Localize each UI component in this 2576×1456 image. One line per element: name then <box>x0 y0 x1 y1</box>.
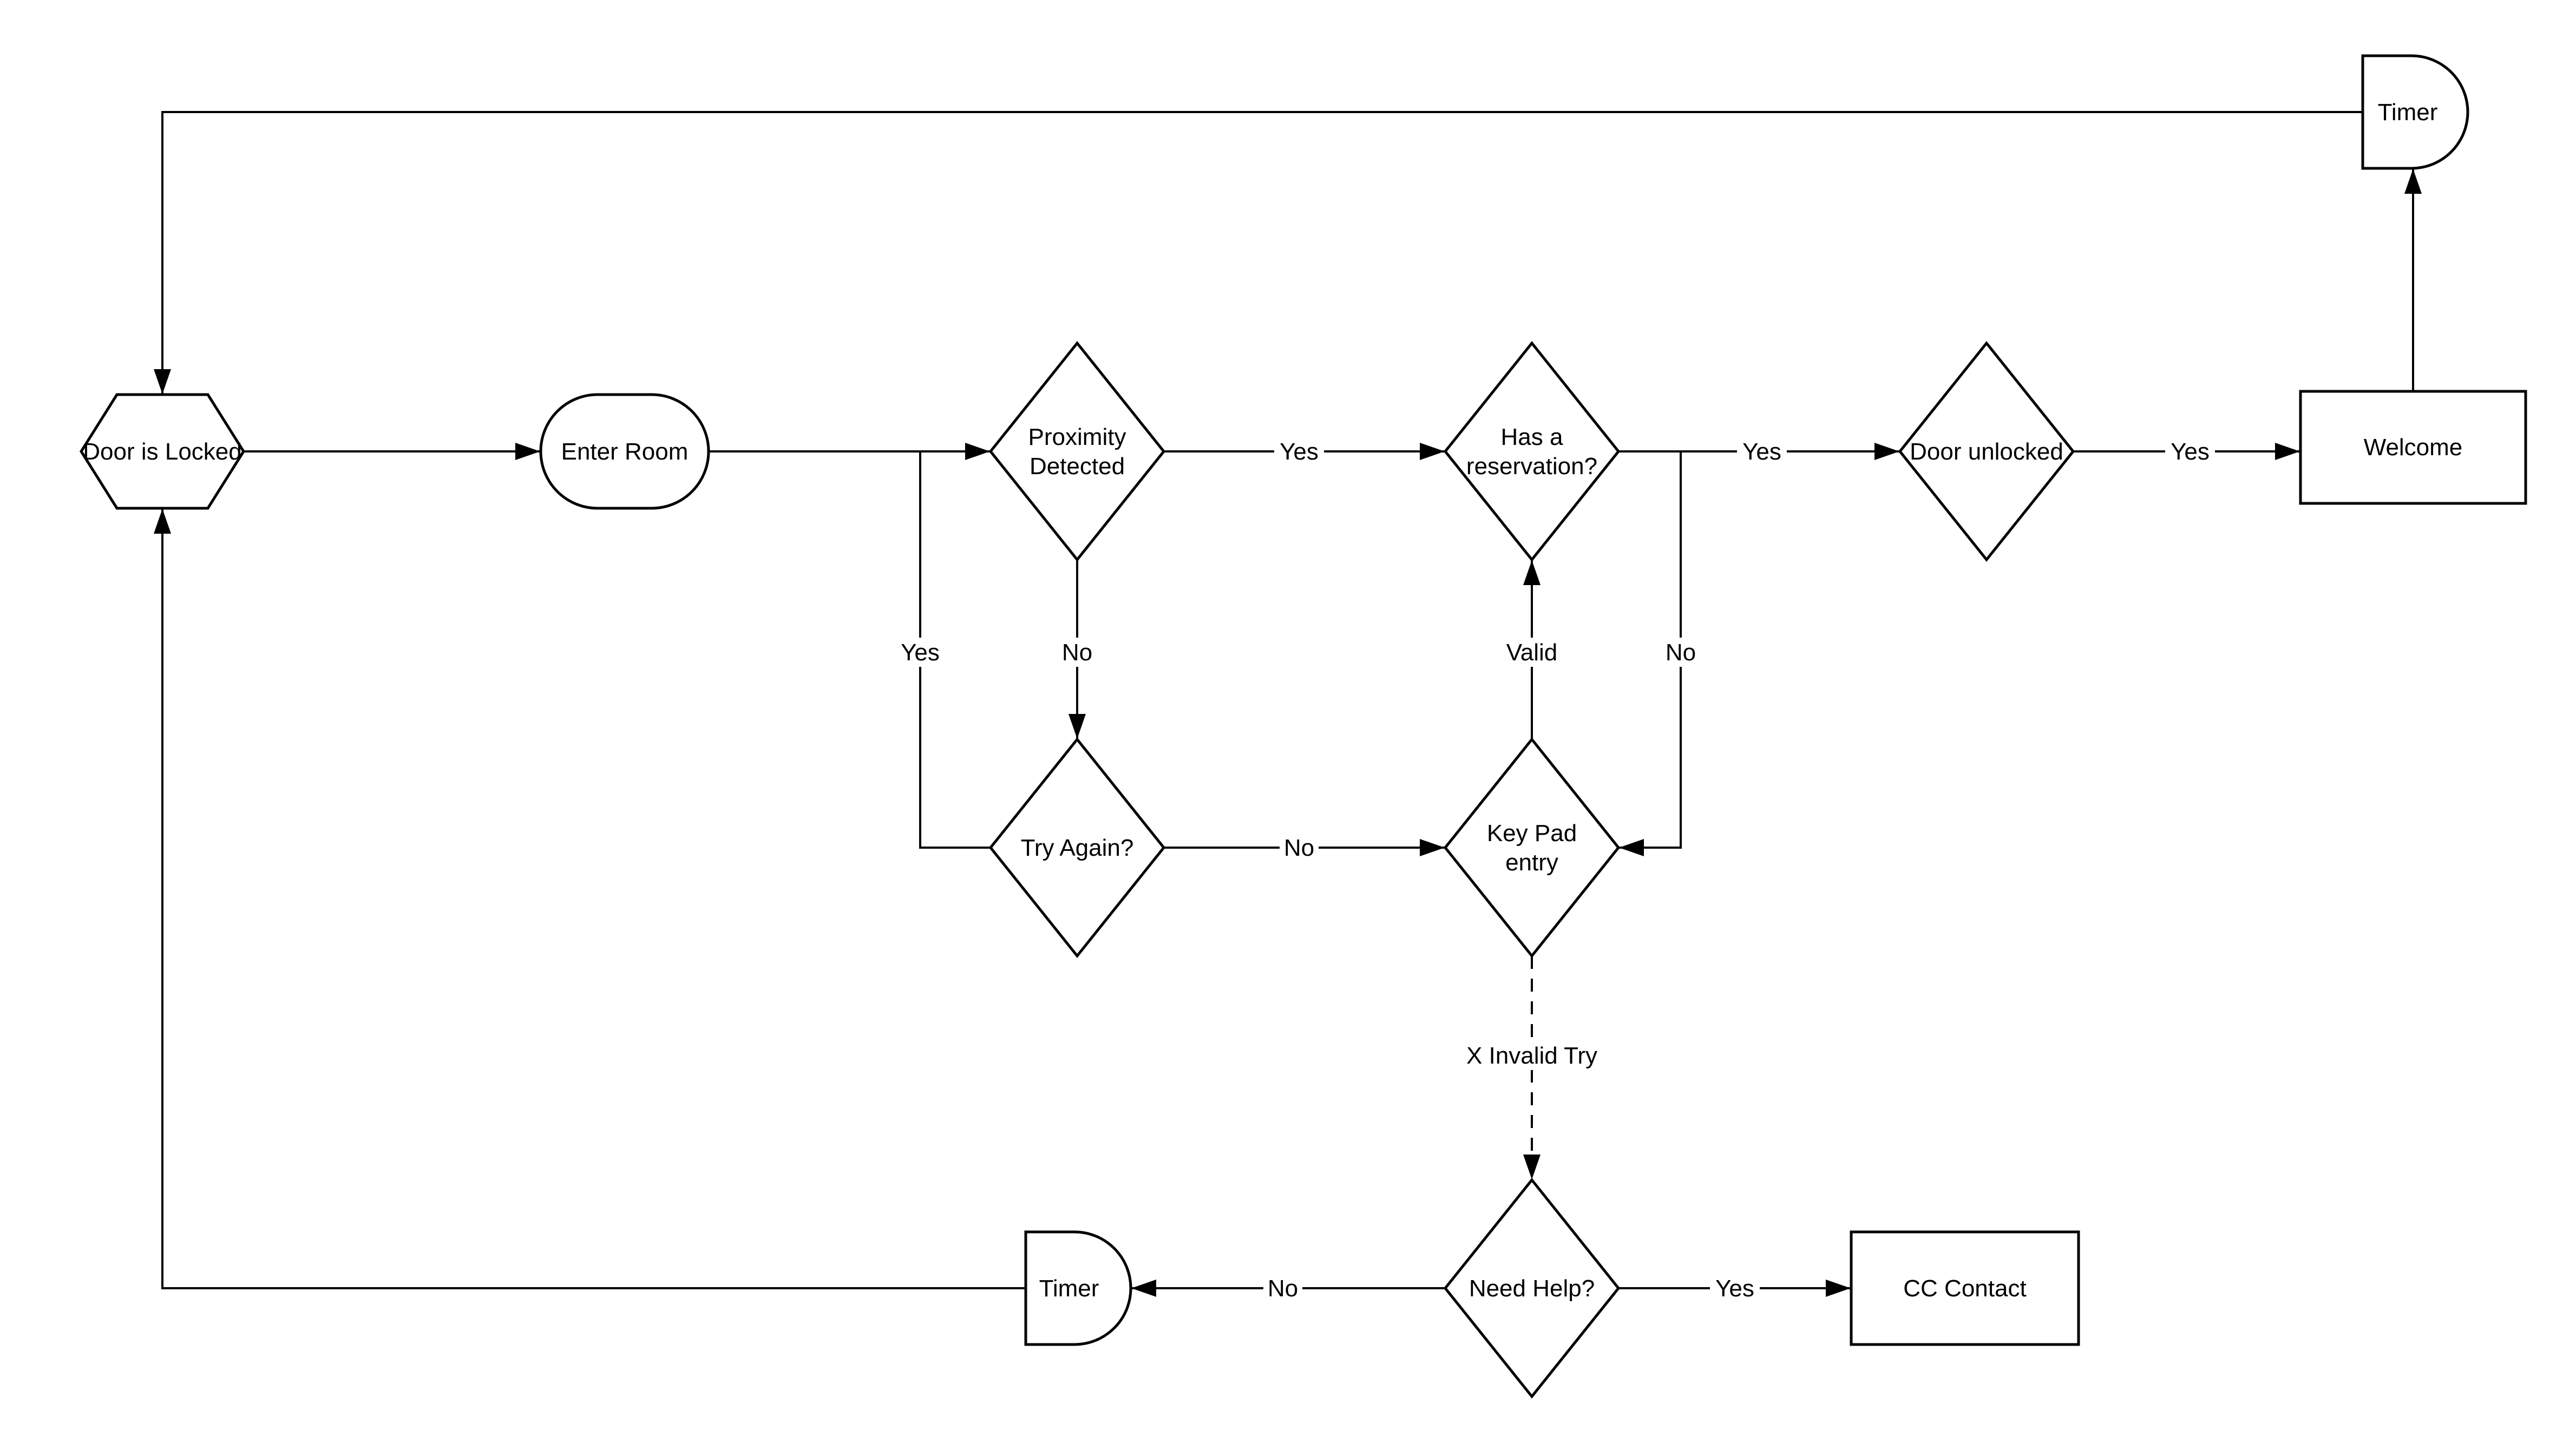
node-proximity-label-line1: Proximity <box>1028 424 1126 450</box>
edge-label-text: Valid <box>1506 639 1558 666</box>
label-bg <box>1499 638 1564 667</box>
node-has-a-reservation: Has a reservation? <box>1443 340 1621 562</box>
edge-label-text: No <box>1062 639 1092 666</box>
node-try-again-label: Try Again? <box>1021 835 1134 861</box>
label-bg <box>1263 1274 1302 1303</box>
node-welcome-label: Welcome <box>2364 434 2463 461</box>
node-door-unlocked: Door unlocked <box>1898 340 2075 562</box>
hexagon-shape <box>80 393 245 510</box>
label-bg <box>1280 833 1319 862</box>
label-bg <box>2165 437 2215 466</box>
delay-shape <box>1024 1230 1132 1346</box>
edge-label-keypad-invalid-try: X Invalid Try <box>1458 1041 1605 1070</box>
edge-try-again-yes-return <box>919 452 991 849</box>
edge-label-text: No <box>1268 1275 1298 1302</box>
edge-label-proximity-yes: Yes <box>1274 437 1324 466</box>
decision-diamond-shape <box>988 340 1166 562</box>
node-door-is-locked: Door is Locked <box>80 393 245 510</box>
edge-label-need-help-yes: Yes <box>1710 1274 1760 1303</box>
node-reservation-label-line2: reservation? <box>1466 453 1597 480</box>
edge-timer-bottom-to-door-locked <box>154 509 1026 1289</box>
node-timer-bottom: Timer <box>1024 1230 1132 1346</box>
edge-label-text: Yes <box>1715 1275 1754 1302</box>
node-cc-contact: CC Contact <box>1850 1230 2080 1346</box>
node-enter-room: Enter Room <box>539 393 710 510</box>
decision-diamond-shape <box>988 737 1166 959</box>
node-keypad-label-line2: entry <box>1505 849 1558 876</box>
edge-label-need-help-no: No <box>1263 1274 1302 1303</box>
edge-label-reservation-yes: Yes <box>1737 437 1787 466</box>
edge-label-text: No <box>1284 835 1314 861</box>
edge-label-try-again-no: No <box>1280 833 1319 862</box>
node-proximity-label-line2: Detected <box>1030 453 1125 480</box>
decision-diamond-shape <box>1443 1177 1621 1399</box>
edge-reservation-no-to-keypad <box>1619 451 1682 856</box>
edge-label-proximity-no: No <box>1058 638 1097 667</box>
node-keypad-label-line1: Key Pad <box>1487 820 1577 847</box>
terminator-shape <box>539 393 710 510</box>
node-reservation-label-line1: Has a <box>1501 424 1563 450</box>
edge-label-text: Yes <box>1742 438 1781 465</box>
node-timer-top-label: Timer <box>2378 99 2438 126</box>
node-timer-top: Timer <box>2361 54 2469 170</box>
node-key-pad-entry: Key Pad entry <box>1443 737 1621 959</box>
node-need-help: Need Help? <box>1443 1177 1621 1399</box>
node-timer-bottom-label: Timer <box>1039 1275 1099 1302</box>
node-door-is-locked-label: Door is Locked <box>83 438 241 465</box>
delay-shape <box>2361 54 2469 170</box>
edge-label-text: X Invalid Try <box>1466 1042 1597 1069</box>
edge-label-text: No <box>1666 639 1696 666</box>
node-need-help-label: Need Help? <box>1469 1275 1595 1302</box>
process-rect-shape <box>2299 390 2527 505</box>
label-bg <box>1710 1274 1760 1303</box>
decision-diamond-shape <box>1898 340 2075 562</box>
node-cc-contact-label: CC Contact <box>1903 1275 2026 1302</box>
decision-diamond-shape <box>1443 340 1621 562</box>
decision-diamond-shape <box>1443 737 1621 959</box>
label-bg <box>1737 437 1787 466</box>
edge-label-text: Yes <box>2171 438 2210 465</box>
edge-label-text: Yes <box>1280 438 1319 465</box>
node-proximity-detected: Proximity Detected <box>988 340 1166 562</box>
node-welcome: Welcome <box>2299 390 2527 505</box>
label-bg <box>1458 1041 1605 1070</box>
edge-timer-top-to-door-locked <box>154 111 2363 394</box>
label-bg <box>895 638 945 667</box>
edge-label-try-again-yes: Yes <box>895 638 945 667</box>
edge-label-text: Yes <box>901 639 940 666</box>
node-door-unlocked-label: Door unlocked <box>1910 438 2063 465</box>
process-rect-shape <box>1850 1230 2080 1346</box>
label-bg <box>1058 638 1097 667</box>
node-enter-room-label: Enter Room <box>561 438 689 465</box>
edge-label-keypad-valid: Valid <box>1499 638 1564 667</box>
label-bg <box>1661 638 1700 667</box>
node-try-again: Try Again? <box>988 737 1166 959</box>
edge-label-reservation-no: No <box>1661 638 1700 667</box>
label-bg <box>1274 437 1324 466</box>
edge-label-door-unlocked-yes: Yes <box>2165 437 2215 466</box>
